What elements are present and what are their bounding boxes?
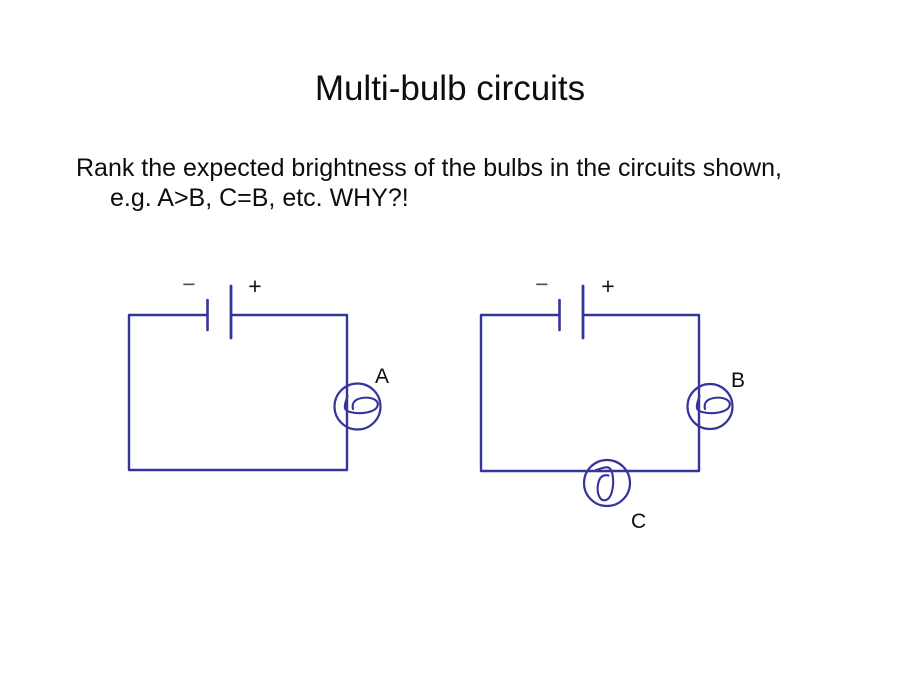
circuit-2: − + B C bbox=[479, 271, 745, 533]
bulb-a: A bbox=[333, 365, 389, 431]
prompt-line-2: e.g. A>B, C=B, etc. WHY?! bbox=[110, 184, 409, 212]
battery-1-negative-label: − bbox=[182, 271, 195, 297]
battery-1: − + bbox=[182, 271, 262, 340]
bulb-b-filament bbox=[695, 394, 731, 415]
bulb-b: B bbox=[686, 369, 745, 431]
circuit-2-wire bbox=[479, 313, 701, 473]
bulb-c-filament bbox=[594, 466, 615, 502]
battery-1-positive-label: + bbox=[248, 273, 261, 299]
bulb-a-filament bbox=[343, 394, 379, 415]
bulb-c: C bbox=[582, 458, 646, 533]
battery-2: − + bbox=[535, 271, 615, 340]
prompt-text: Rank the expected brightness of the bulb… bbox=[76, 153, 782, 213]
circuit-1-wire bbox=[127, 313, 349, 472]
bulb-c-label: C bbox=[631, 510, 646, 533]
bulb-a-glass bbox=[333, 382, 382, 431]
circuit-1: − + A bbox=[127, 271, 389, 472]
bulb-c-glass bbox=[582, 458, 632, 508]
bulb-a-label: A bbox=[375, 365, 389, 388]
bulb-b-label: B bbox=[731, 369, 745, 392]
battery-2-negative-label: − bbox=[535, 271, 548, 297]
bulb-b-glass bbox=[686, 382, 734, 431]
battery-2-positive-label: + bbox=[601, 273, 614, 299]
slide-title: Multi-bulb circuits bbox=[314, 69, 586, 108]
prompt-line-1: Rank the expected brightness of the bulb… bbox=[76, 154, 782, 182]
